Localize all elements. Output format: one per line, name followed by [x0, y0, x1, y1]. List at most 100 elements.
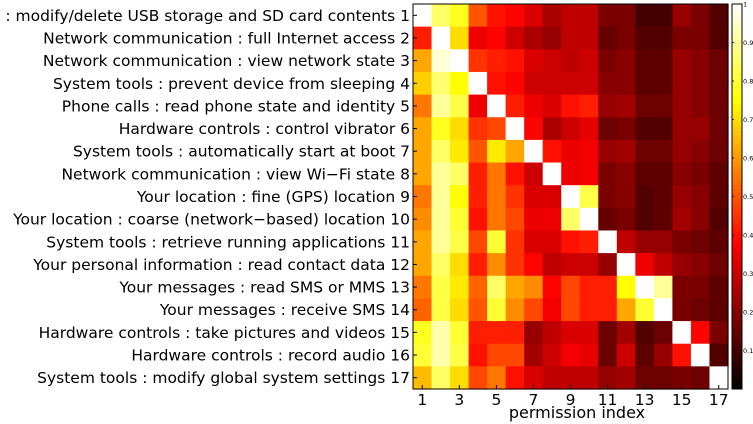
heatmap-cell [542, 343, 562, 367]
heatmap-cell [524, 162, 544, 186]
heatmap-cell [616, 253, 636, 277]
heatmap-cell [542, 94, 562, 118]
colorbar-segment [732, 65, 742, 70]
heatmap-cell [542, 207, 562, 232]
heatmap-cell [635, 321, 655, 345]
heatmap-cell [616, 207, 636, 232]
heatmap-cell [431, 298, 451, 322]
colorbar-segment [732, 304, 742, 309]
heatmap-cell [450, 71, 470, 96]
heatmap-cell [616, 71, 636, 96]
heatmap-cell [579, 230, 599, 254]
heatmap-cell [690, 253, 711, 277]
colorbar-segment [732, 84, 742, 90]
colorbar-segment [732, 373, 742, 378]
heatmap-cell [524, 49, 544, 73]
colorbar-segment [732, 154, 742, 159]
row-label: Your messages : read SMS or MMS 13 [118, 279, 410, 297]
colorbar-segment [732, 177, 742, 182]
heatmap-cell [413, 49, 433, 73]
colorbar-ticks: 0.10.20.30.40.50.60.70.80.91 [732, 1, 753, 355]
heatmap-cell [690, 4, 711, 28]
colorbar-segment [732, 138, 742, 144]
colorbar-segment [732, 227, 742, 232]
row-label: Storage : modify/delete USB storage and … [0, 7, 410, 25]
heatmap-cell [542, 230, 562, 254]
colorbar-segment [732, 335, 742, 340]
heatmap-cell [561, 139, 581, 164]
heatmap-cell [505, 49, 525, 73]
x-axis-label: permission index [509, 403, 645, 422]
colorbar-segment [732, 238, 742, 244]
colorbar-segment [732, 242, 742, 248]
heatmap-cell [653, 4, 674, 28]
heatmap-cell [690, 366, 711, 390]
x-tick-label: 9 [566, 391, 576, 409]
colorbar-segment [732, 223, 742, 228]
heatmap-cell [690, 139, 711, 164]
heatmap-cell [709, 207, 729, 232]
heatmap-cell [672, 253, 692, 277]
heatmap-cell [413, 162, 433, 186]
colorbar-segment [732, 296, 742, 301]
x-tick-label: 11 [598, 391, 618, 409]
row-label: Phone calls : read phone state and ident… [62, 97, 410, 115]
heatmap-cell [468, 275, 488, 300]
heatmap-cell [542, 321, 562, 345]
heatmap-cell [616, 162, 636, 186]
heatmap-cell [561, 94, 581, 118]
heatmap-cell [598, 139, 618, 164]
colorbar-segment [732, 338, 742, 344]
row-label: System tools : modify global system sett… [37, 369, 410, 387]
heatmap-cell [579, 139, 599, 164]
heatmap-cell [542, 162, 562, 186]
heatmap-cell [653, 298, 674, 322]
heatmap-cells [412, 3, 729, 390]
heatmap-cell [431, 139, 451, 164]
heatmap-cell [579, 49, 599, 73]
heatmap-cell [616, 26, 636, 50]
colorbar-tick-label: 0.3 [743, 270, 753, 278]
heatmap-cell [561, 185, 581, 209]
heatmap-cell [542, 49, 562, 73]
heatmap-cell [561, 230, 581, 254]
heatmap-cell [616, 49, 636, 73]
colorbar-segment [732, 265, 742, 271]
heatmap-cell [468, 71, 488, 96]
heatmap-cell [616, 366, 636, 390]
heatmap-cell [505, 230, 525, 254]
heatmap-cell [450, 230, 470, 254]
heatmap-cell [505, 207, 525, 232]
colorbar-tick-label: 0.9 [743, 39, 753, 47]
x-tick-label: 5 [491, 391, 501, 409]
heatmap-cell [579, 162, 599, 186]
colorbar-segment [732, 358, 742, 363]
colorbar-segment [732, 92, 742, 97]
heatmap-cell [635, 366, 655, 390]
heatmap-cell [672, 94, 692, 118]
x-tick-label: 3 [454, 391, 464, 409]
heatmap-cell [635, 230, 655, 254]
heatmap-cell [524, 343, 544, 367]
heatmap-cell [598, 185, 618, 209]
colorbar-tick-label: 0.5 [743, 193, 753, 201]
colorbar-tick-label: 0.8 [743, 78, 753, 86]
colorbar-segment [732, 54, 742, 59]
heatmap-cell [468, 253, 488, 277]
heatmap-cell [653, 94, 674, 118]
heatmap-cell [413, 4, 433, 28]
heatmap-cell [616, 343, 636, 367]
heatmap-cell [635, 253, 655, 277]
heatmap-cell [505, 366, 525, 390]
heatmap-cell [672, 230, 692, 254]
heatmap-cell [672, 275, 692, 300]
colorbar-segment [732, 308, 742, 313]
heatmap-cell [579, 4, 599, 28]
heatmap-cell [431, 253, 451, 277]
heatmap-cell [431, 366, 451, 390]
heatmap-cell [505, 26, 525, 50]
heatmap-cell [561, 162, 581, 186]
row-label: Hardware controls : take pictures and vi… [39, 324, 410, 342]
heatmap-cell [487, 117, 507, 141]
heatmap-cell [431, 94, 451, 118]
